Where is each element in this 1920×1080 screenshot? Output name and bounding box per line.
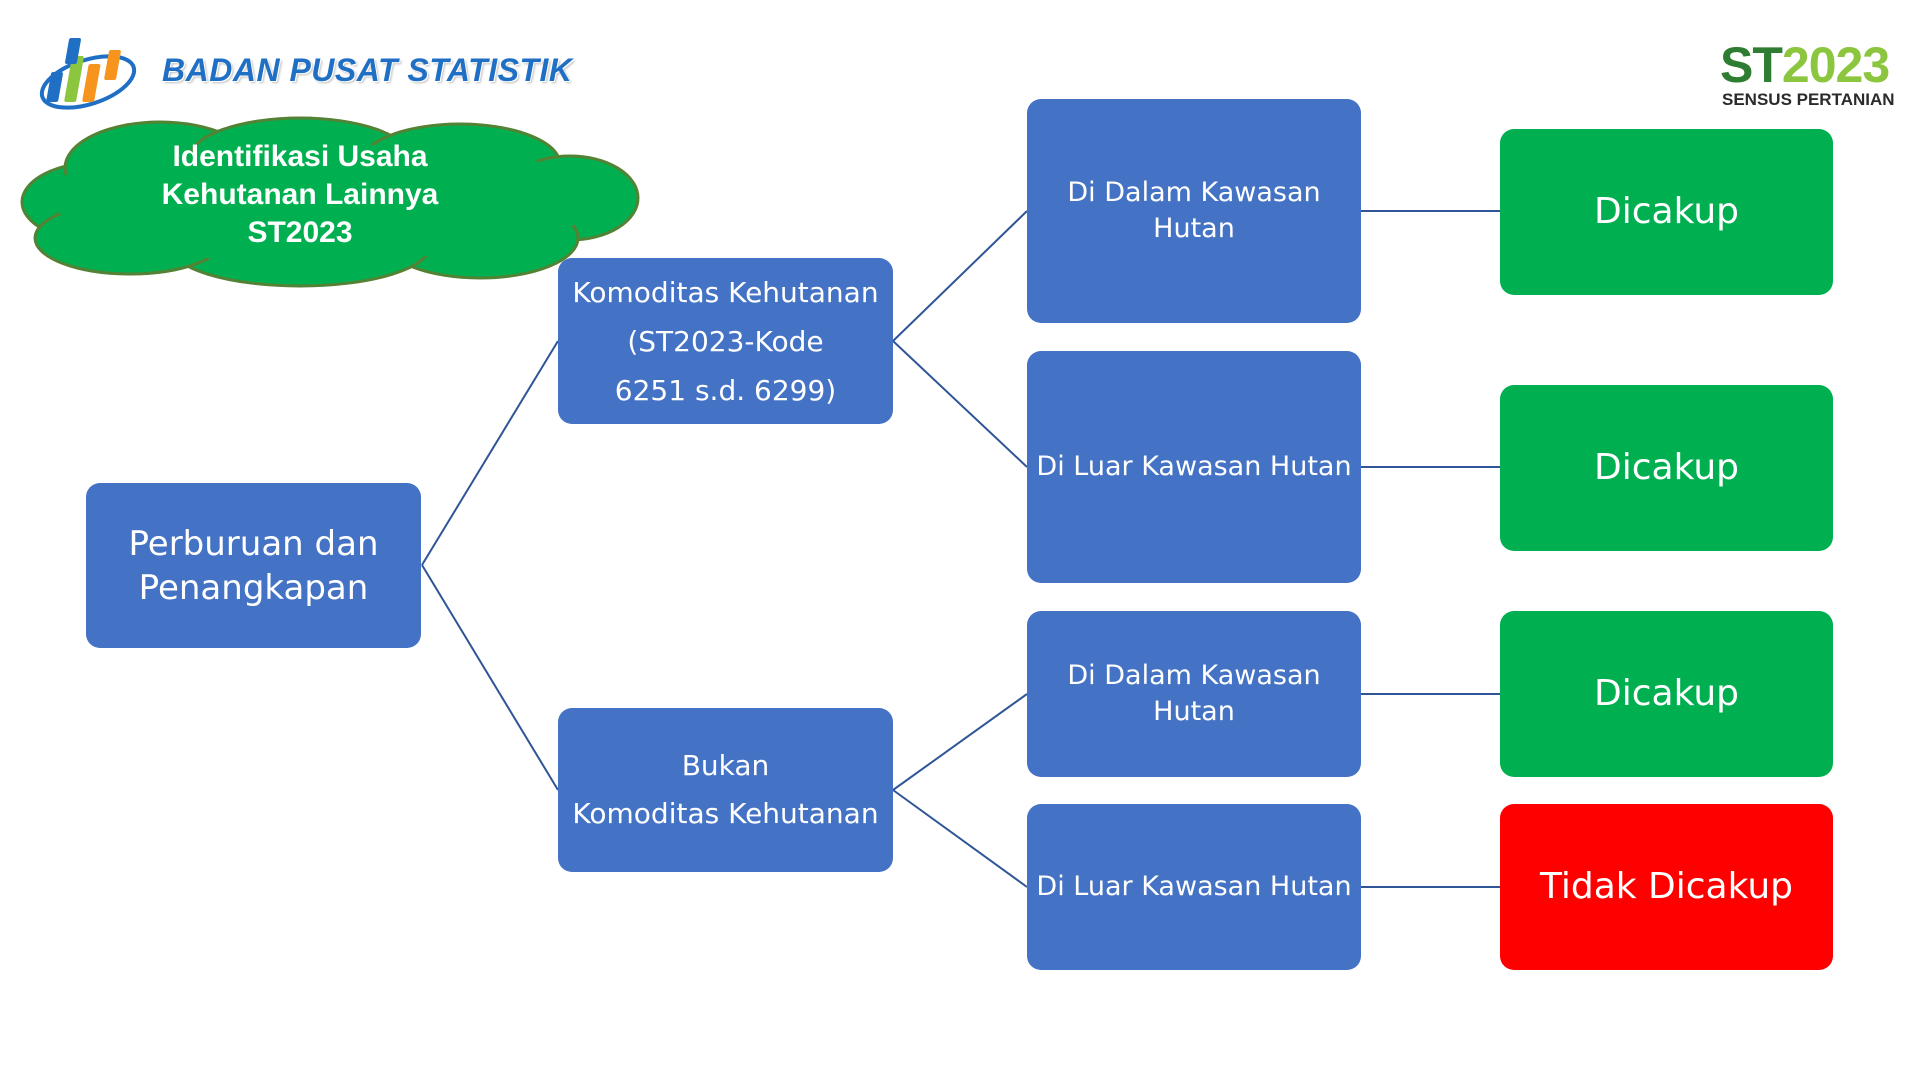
location-node-dalam-kawasan: Di Dalam Kawasan Hutan	[1027, 99, 1361, 323]
location-node-label: Di Dalam Kawasan Hutan	[1067, 660, 1321, 727]
cloud-title: Identifikasi Usaha Kehutanan Lainnya ST2…	[161, 140, 439, 249]
location-node-dalam-kawasan: Di Dalam Kawasan Hutan	[1027, 611, 1361, 777]
connector-komoditas-to-dalam	[892, 210, 1028, 342]
location-node-luar-kawasan: Di Luar Kawasan Hutan	[1027, 351, 1361, 583]
result-node-label: Dicakup	[1594, 673, 1739, 714]
org-name: BADAN PUSAT STATISTIK	[162, 52, 573, 88]
branch-node-label: Komoditas Kehutanan (ST2023-Kode 6251 s.…	[572, 275, 879, 407]
connector-bukan-to-luar	[892, 789, 1028, 888]
location-node-label: Di Luar Kawasan Hutan	[1036, 451, 1352, 482]
branch-node-bukan-komoditas: Bukan Komoditas Kehutanan	[558, 708, 893, 872]
location-node-label: Di Dalam Kawasan Hutan	[1067, 177, 1321, 244]
root-node: Perburuan dan Penangkapan	[86, 483, 421, 648]
result-node-not-covered: Tidak Dicakup	[1500, 804, 1833, 970]
result-node-label: Dicakup	[1594, 191, 1739, 232]
bps-logo	[39, 38, 137, 110]
result-node-covered: Dicakup	[1500, 385, 1833, 551]
cloud-shape	[20, 116, 640, 288]
branch-node-komoditas: Komoditas Kehutanan (ST2023-Kode 6251 s.…	[558, 258, 893, 424]
census-logo: ST2023 SENSUS PERTANIAN	[1720, 40, 1910, 112]
location-node-luar-kawasan: Di Luar Kawasan Hutan	[1027, 804, 1361, 970]
root-node-label: Perburuan dan Penangkapan	[128, 523, 379, 608]
result-node-covered: Dicakup	[1500, 611, 1833, 777]
connector-root-to-bukan	[421, 564, 559, 791]
connector-root-to-komoditas	[421, 340, 559, 566]
result-node-label: Tidak Dicakup	[1539, 866, 1794, 907]
location-node-label: Di Luar Kawasan Hutan	[1036, 871, 1352, 902]
connector-komoditas-to-luar	[892, 340, 1028, 468]
branch-node-label: Bukan Komoditas Kehutanan	[572, 749, 879, 830]
census-logo-subtitle: SENSUS PERTANIAN	[1722, 90, 1895, 109]
result-node-covered: Dicakup	[1500, 129, 1833, 295]
connector-bukan-to-dalam	[892, 693, 1028, 791]
result-node-label: Dicakup	[1594, 447, 1739, 488]
census-logo-year: ST2023	[1720, 37, 1890, 93]
